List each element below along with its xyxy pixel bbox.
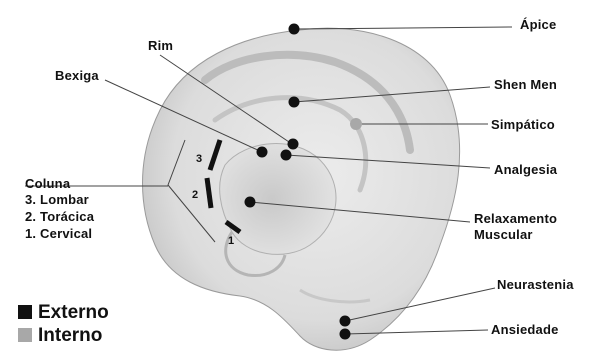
label-relaxamento-line1: Relaxamento bbox=[474, 211, 557, 226]
legend-externo-swatch bbox=[18, 305, 32, 319]
label-relaxamento-line2: Muscular bbox=[474, 227, 533, 242]
legend-externo: Externo bbox=[18, 302, 109, 324]
point-shen-men bbox=[289, 97, 300, 108]
concha bbox=[220, 144, 336, 255]
point-simpatico bbox=[350, 118, 362, 130]
spine-number-2: 2 bbox=[192, 188, 198, 203]
point-analgesia bbox=[281, 150, 292, 161]
label-analgesia: Analgesia bbox=[494, 162, 557, 177]
label-ansiedade: Ansiedade bbox=[491, 322, 559, 337]
label-neurastenia: Neurastenia bbox=[497, 277, 574, 292]
legend-interno-label: Interno bbox=[38, 325, 102, 346]
label-coluna: Coluna bbox=[25, 176, 70, 191]
point-rim bbox=[288, 139, 299, 150]
label-shen-men: Shen Men bbox=[494, 77, 557, 92]
point-ansiedade bbox=[340, 329, 351, 340]
point-bexiga bbox=[257, 147, 268, 158]
point-neurastenia bbox=[340, 316, 351, 327]
spine-number-3: 3 bbox=[196, 152, 202, 167]
label-cervical: 1. Cervical bbox=[25, 226, 92, 241]
label-apice: Ápice bbox=[520, 17, 556, 32]
label-bexiga: Bexiga bbox=[55, 68, 99, 83]
label-rim: Rim bbox=[148, 38, 173, 53]
point-relaxamento bbox=[245, 197, 256, 208]
label-lombar: 3. Lombar bbox=[25, 192, 89, 207]
legend-interno-swatch bbox=[18, 328, 32, 342]
label-simpatico: Simpático bbox=[491, 117, 555, 132]
legend-externo-label: Externo bbox=[38, 302, 109, 323]
legend-interno: Interno bbox=[18, 325, 102, 347]
point-apice bbox=[289, 24, 300, 35]
spine-number-1: 1 bbox=[228, 234, 234, 249]
label-toracica: 2. Torácica bbox=[25, 209, 94, 224]
